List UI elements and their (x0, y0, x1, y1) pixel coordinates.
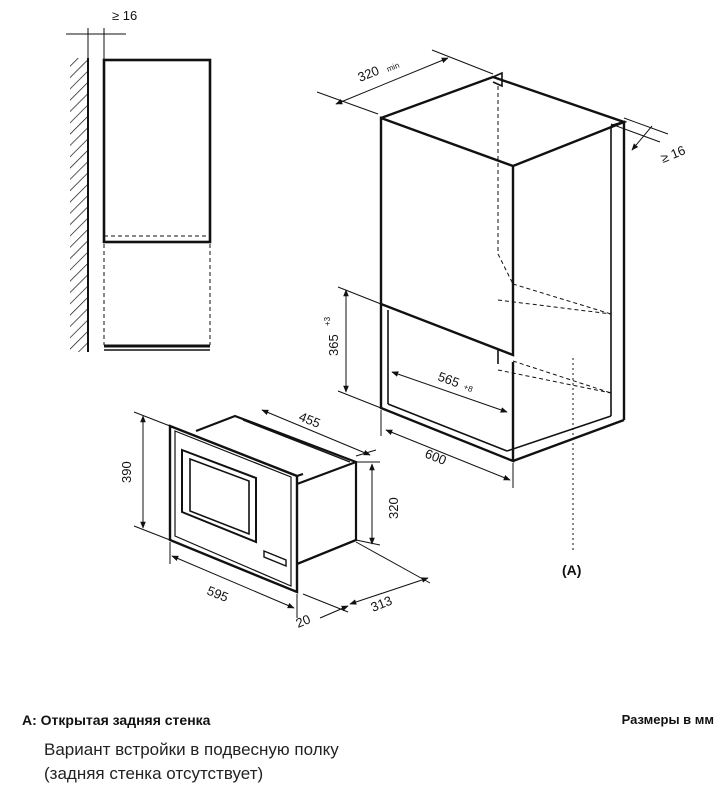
oven-h390-ext-top (133, 411, 171, 427)
oven-width-595-label: 595 (205, 583, 231, 605)
niche-width-tol: +8 (462, 382, 474, 394)
hidden-shelf-back (497, 299, 612, 315)
cabinet-depth-suffix: min (385, 61, 400, 74)
legend-description: Вариант встройки в подвесную полку (задн… (44, 738, 339, 786)
marker-a-label: (A) (562, 562, 581, 578)
hidden-niche-back (497, 369, 612, 394)
cabinet-view: 320 min ≥ 16 365 +3 565 +8 600 (A) (316, 49, 688, 578)
legend-title: Открытая задняя стенка (40, 712, 211, 728)
description-line-2: (задняя стенка отсутствует) (44, 764, 264, 783)
oven-height-390-label: 390 (119, 461, 134, 483)
oven-panel-side-edge (296, 473, 304, 477)
cabwidth-dimension-line (385, 429, 511, 481)
niche-height-label: 365 (326, 334, 341, 356)
legend-heading: A: Открытая задняя стенка (22, 712, 210, 728)
niche-width-label: 565 (436, 369, 462, 391)
legend-key-letter: A: (22, 712, 37, 728)
oven-h320-ext-bottom (355, 539, 381, 546)
cabinet-depth-label: 320 (356, 63, 382, 85)
niche-bottom-front (512, 418, 625, 463)
oven-h390-ext-bottom (133, 525, 171, 541)
front-thickness-20-label: 20 (294, 611, 313, 630)
oven-d313-line (349, 577, 429, 605)
wall-hatching (70, 58, 88, 352)
oven-d313-ext (355, 541, 431, 584)
oven-body-bottom (296, 538, 357, 566)
installation-diagram: ≥ 16 (66, 8, 688, 631)
upper-cabinet-side (102, 58, 212, 244)
wallgap-ext-1 (610, 123, 661, 143)
oven-door-window (181, 448, 257, 544)
oven-w595-line (171, 555, 295, 609)
width-dimension-line (391, 371, 508, 413)
niche-bottom-inner (387, 403, 508, 452)
description-line-1: Вариант встройки в подвесную полку (44, 740, 339, 759)
hidden-niche-left (512, 360, 612, 394)
oven-depth455-line (261, 409, 371, 456)
oven-d20-line (319, 605, 349, 619)
oven-top-inner (242, 419, 351, 463)
wallgap-dimension-line (631, 125, 653, 151)
wallgap-ext-2 (623, 117, 669, 135)
side-view: ≥ 16 (66, 8, 212, 352)
cabinet-top-edge-back (492, 71, 503, 88)
niche-height-tol: +3 (323, 316, 332, 326)
depth-dimension-line (335, 57, 449, 105)
oven-front-panel (168, 424, 299, 594)
cabinet-front-face (379, 116, 515, 357)
units-note: Размеры в мм (621, 712, 714, 727)
oven-view: 455 390 320 595 313 20 (119, 409, 431, 631)
niche-bottom-back (506, 415, 612, 452)
cabinet-width-label: 600 (423, 446, 449, 468)
height-ext-bottom (337, 390, 382, 409)
side-gap-label: ≥ 16 (112, 8, 137, 23)
oven-top-right (296, 460, 357, 486)
cabinet-right-edge (610, 120, 626, 420)
oven-depth-455-label: 455 (297, 409, 323, 431)
height-ext-top (337, 286, 382, 305)
depth-ext-back (431, 49, 494, 75)
hidden-shelf-left (512, 283, 612, 315)
oven-height-320-label: 320 (386, 497, 401, 519)
hidden-shelf-right (497, 253, 514, 285)
oven-door-glass (189, 457, 250, 536)
wall-gap-label: ≥ 16 (659, 142, 688, 165)
depth-ext-front (316, 91, 379, 115)
